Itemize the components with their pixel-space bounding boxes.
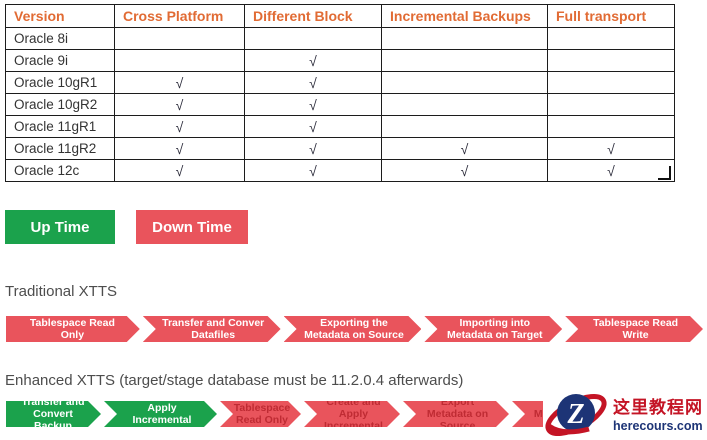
version-cell: Oracle 11gR1	[5, 115, 115, 138]
flow-step: Importing into Metadata on Target	[424, 316, 562, 342]
check-cell	[114, 49, 245, 72]
flow-step: Tablespace Read Only	[6, 316, 140, 342]
check-cell	[381, 49, 548, 72]
flow-step: Create and Apply Incremental Backup	[104, 401, 217, 427]
column-header-full-transport: Full transport	[547, 4, 675, 28]
traditional-xtts-title: Traditional XTTS	[5, 283, 117, 300]
legend-buttons: Up Time Down Time	[5, 210, 248, 244]
check-cell: √	[114, 71, 245, 94]
flow-step-label: Transfer and Conver Datafiles	[162, 316, 265, 341]
flow-step: Transfer and Conver Datafiles	[143, 316, 281, 342]
check-cell	[381, 93, 548, 116]
enhanced-xtts-title: Enhanced XTTS (target/stage database mus…	[5, 372, 464, 389]
flow-step-label: Export Metadata on Source	[426, 395, 489, 433]
flow-step-label: Tablespace Read Only	[233, 401, 291, 426]
check-cell: √	[244, 71, 382, 94]
check-cell	[381, 71, 548, 94]
check-cell: √	[244, 93, 382, 116]
flow-step: Export Metadata on Source	[403, 401, 509, 427]
check-cell	[547, 115, 675, 138]
down-time-button[interactable]: Down Time	[136, 210, 248, 244]
flow-step: Tablespace Read Only	[220, 401, 301, 427]
flow-step-label: Create and Apply Incremental	[324, 395, 383, 433]
column-header-incremental-backups: Incremental Backups	[381, 4, 548, 28]
table-row: Oracle 8i	[5, 27, 675, 50]
table-row: Oracle 11gR1 √ √	[5, 115, 675, 138]
version-cell: Oracle 11gR2	[5, 137, 115, 160]
check-cell: √	[114, 115, 245, 138]
flow-step: Exporting the Metadata on Source	[284, 316, 422, 342]
check-cell	[547, 71, 675, 94]
svg-text:Z: Z	[566, 399, 584, 430]
version-cell: Oracle 12c	[5, 159, 115, 182]
check-cell: √	[547, 159, 675, 182]
check-cell	[547, 93, 675, 116]
watermark-text: 这里教程网 herecours.com	[613, 393, 703, 433]
enhanced-flow: Transfer and Convert Backup Create and A…	[6, 401, 614, 427]
flow-step: Transfer and Convert Backup	[6, 401, 101, 427]
traditional-flow: Tablespace Read Only Transfer and Conver…	[6, 316, 703, 342]
column-header-different-block: Different Block	[244, 4, 382, 28]
version-cell: Oracle 9i	[5, 49, 115, 72]
watermark-site-name: 这里教程网	[613, 398, 703, 417]
table-row: Oracle 10gR1 √ √	[5, 71, 675, 94]
check-cell	[244, 27, 382, 50]
flow-step-label: Transfer and Convert Backup	[21, 395, 85, 433]
table-header-row: Version Cross Platform Different Block I…	[5, 4, 675, 28]
check-cell: √	[114, 137, 245, 160]
check-cell: √	[381, 137, 548, 160]
check-cell: √	[244, 115, 382, 138]
check-cell	[381, 115, 548, 138]
check-cell: √	[381, 159, 548, 182]
check-cell: √	[547, 137, 675, 160]
check-cell: √	[114, 93, 245, 116]
flow-step-label: Importing into Metadata on Target	[447, 316, 543, 341]
column-header-version: Version	[5, 4, 115, 28]
check-cell: √	[244, 137, 382, 160]
table-row: Oracle 12c √ √ √ √	[5, 159, 675, 182]
watermark-site-url: herecours.com	[613, 419, 703, 433]
compatibility-table: Version Cross Platform Different Block I…	[5, 4, 675, 182]
z-logo-icon: Z	[545, 393, 607, 437]
flow-step-label: Exporting the Metadata on Source	[304, 316, 404, 341]
column-header-cross-platform: Cross Platform	[114, 4, 245, 28]
check-cell	[547, 49, 675, 72]
version-cell: Oracle 10gR2	[5, 93, 115, 116]
version-cell: Oracle 8i	[5, 27, 115, 50]
table-row: Oracle 10gR2 √ √	[5, 93, 675, 116]
check-cell: √	[114, 159, 245, 182]
table-row: Oracle 9i √	[5, 49, 675, 72]
up-time-button[interactable]: Up Time	[5, 210, 115, 244]
flow-step-label: Tablespace Read Write	[593, 316, 679, 341]
table-row: Oracle 11gR2 √ √ √ √	[5, 137, 675, 160]
flow-step-label: Create and Apply Incremental Backup	[132, 389, 192, 439]
table-corner-artifact	[658, 166, 671, 180]
flow-step: Tablespace Read Write	[565, 316, 703, 342]
check-cell: √	[244, 49, 382, 72]
version-cell: Oracle 10gR1	[5, 71, 115, 94]
check-cell	[381, 27, 548, 50]
check-cell: √	[244, 159, 382, 182]
check-cell	[114, 27, 245, 50]
flow-step: Create and Apply Incremental	[304, 401, 400, 427]
flow-step-label: Tablespace Read Only	[29, 316, 115, 341]
check-cell	[547, 27, 675, 50]
watermark: Z 这里教程网 herecours.com	[543, 386, 707, 440]
